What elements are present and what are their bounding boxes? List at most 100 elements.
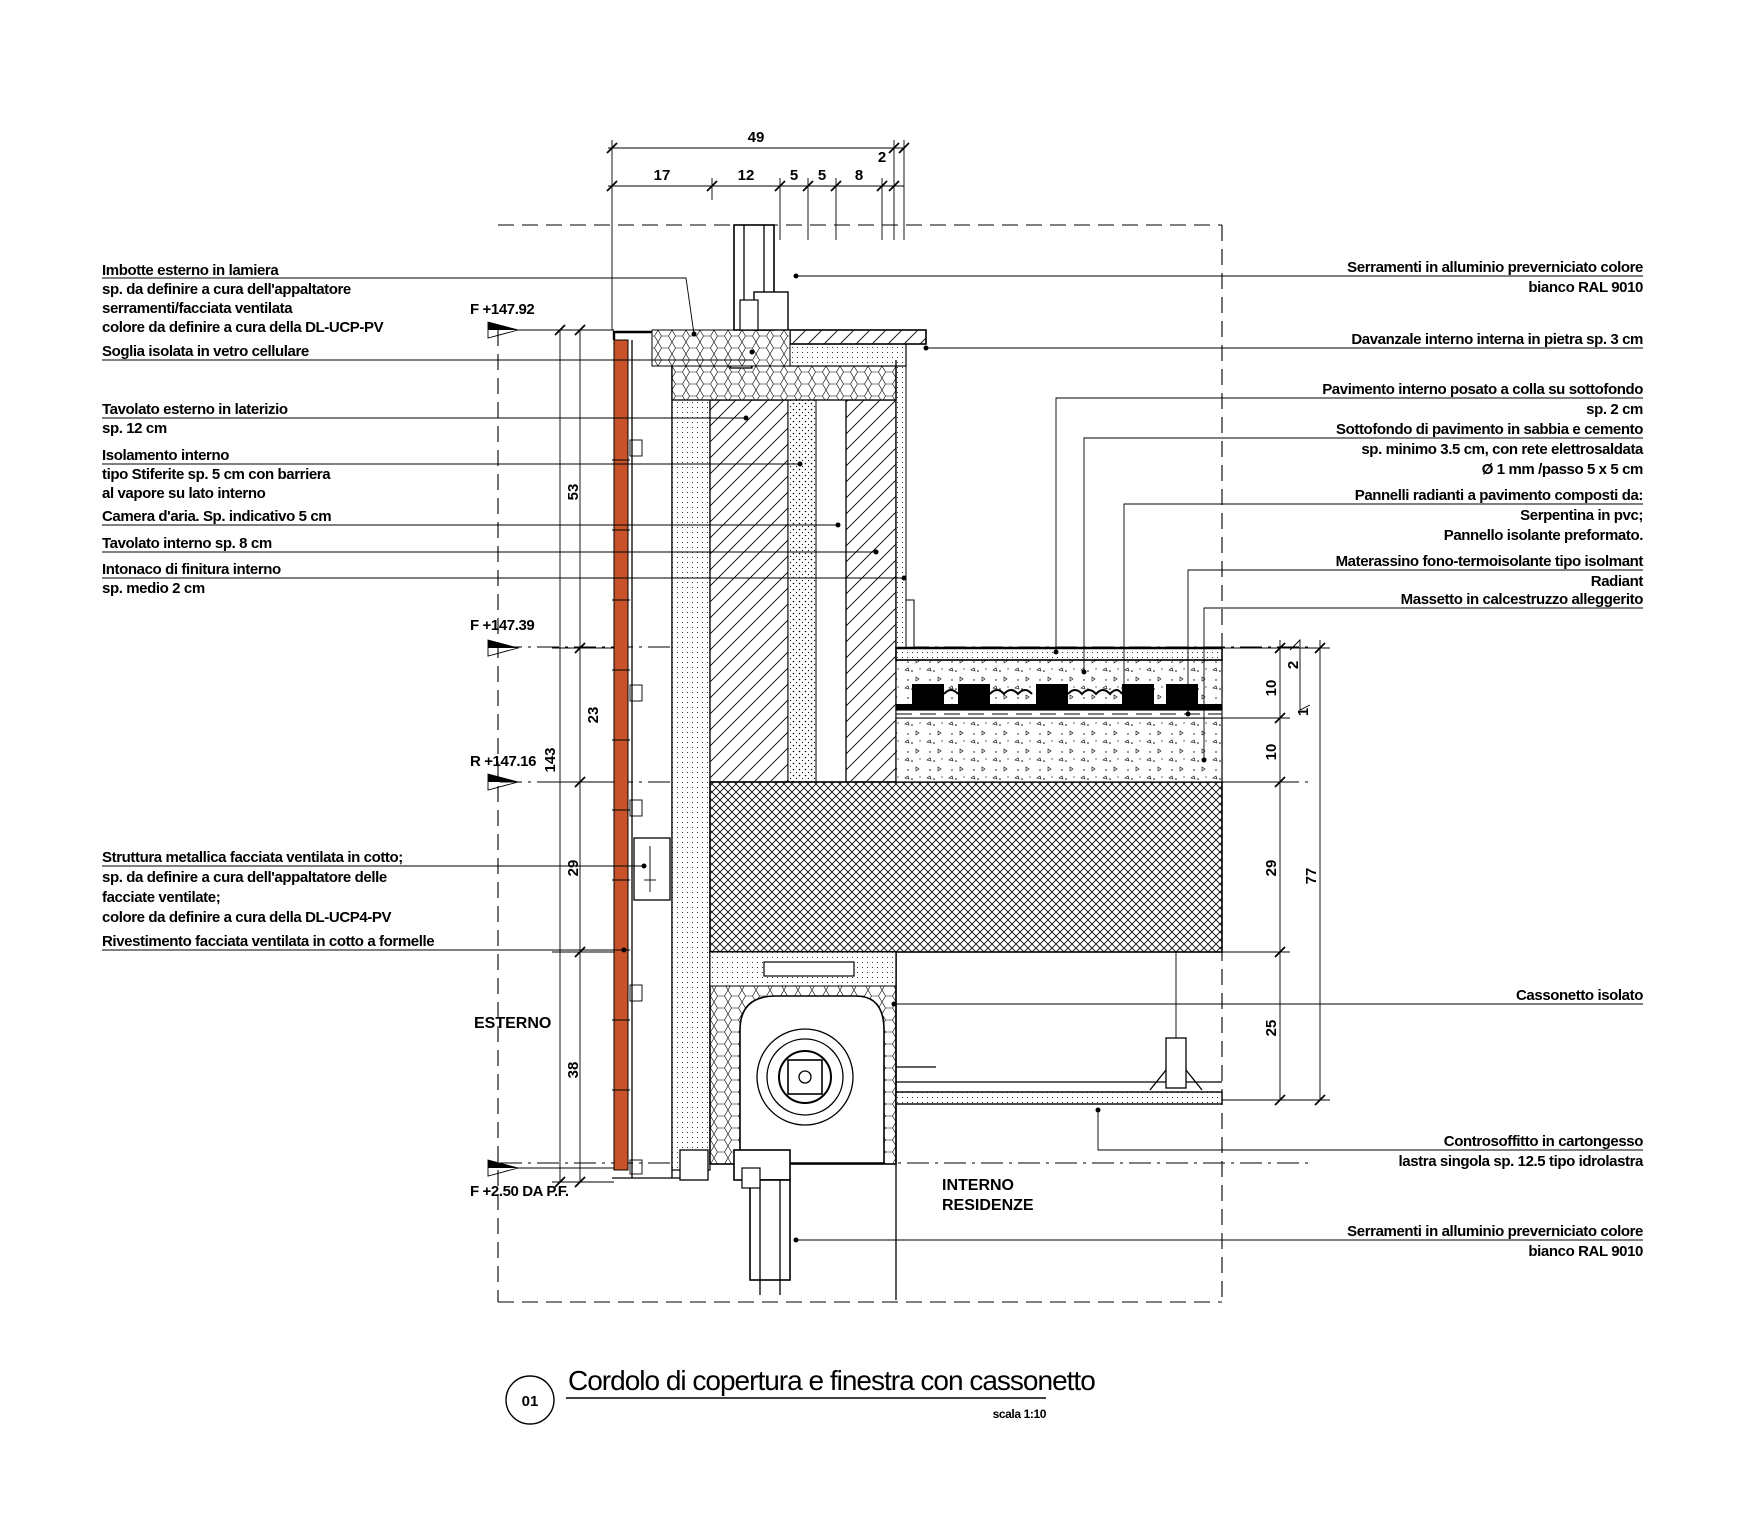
dim-left-0: 53 [565, 484, 582, 501]
svg-text:F +2.50 DA P.F.: F +2.50 DA P.F. [470, 1183, 569, 1200]
dim-right-2: 1 [1295, 708, 1312, 716]
svg-text:sp. minimo 3.5 cm, con rete el: sp. minimo 3.5 cm, con rete elettrosalda… [1361, 441, 1644, 458]
left-annotations: Imbotte esterno in lamiera sp. da defini… [102, 262, 907, 953]
radiant-pipes [896, 684, 1222, 710]
svg-text:Serramenti in alluminio prever: Serramenti in alluminio preverniciato co… [1347, 1223, 1643, 1240]
concrete-slab [709, 781, 1223, 953]
svg-text:lastra singola sp. 12.5 tipo i: lastra singola sp. 12.5 tipo idrolastra [1399, 1153, 1645, 1170]
air-cavity [787, 399, 817, 783]
svg-text:Tavolato esterno in laterizio: Tavolato esterno in laterizio [102, 401, 288, 418]
note-outer-brick: Tavolato esterno in laterizio sp. 12 cm [102, 401, 749, 437]
left-dimensions: 53 23 143 29 38 [542, 324, 614, 1188]
svg-text:colore da definire a cura dell: colore da definire a cura della DL-UCP-P… [102, 319, 384, 336]
note-metal-reveal: Imbotte esterno in lamiera sp. da defini… [102, 262, 755, 361]
level-marker: F +2.50 DA P.F. [470, 1159, 614, 1200]
dim-total: 49 [748, 129, 765, 146]
cotto-cladding [613, 339, 629, 1171]
svg-text:Serpentina in pvc;: Serpentina in pvc; [1520, 507, 1643, 524]
top-dimensions: 49 2 17 12 5 5 8 [606, 129, 910, 330]
svg-text:Serramenti in alluminio prever: Serramenti in alluminio preverniciato co… [1347, 259, 1643, 276]
dim-extra: 2 [878, 149, 886, 166]
dim-right-6: 25 [1263, 1020, 1280, 1037]
svg-text:sp. 12 cm: sp. 12 cm [102, 420, 167, 437]
facade-bracket [633, 837, 671, 901]
svg-text:Sottofondo di pavimento in sab: Sottofondo di pavimento in sabbia e ceme… [1336, 421, 1643, 438]
note-wall-layers: Isolamento interno tipo Stiferite sp. 5 … [102, 447, 907, 597]
svg-text:tipo Stiferite sp. 5 cm con ba: tipo Stiferite sp. 5 cm con barriera [102, 466, 331, 483]
zone-interior-line1: INTERNO [942, 1177, 1014, 1194]
dim-right-4: 29 [1263, 860, 1280, 877]
fixing-clips [629, 439, 643, 1175]
right-dimensions: 2 10 1 10 29 77 25 [1222, 638, 1330, 1106]
svg-text:F +147.39: F +147.39 [470, 617, 534, 634]
threshold-insulation [671, 364, 897, 401]
dim-right-3: 10 [1263, 744, 1280, 761]
svg-text:colore da definire a cura dell: colore da definire a cura della DL-UCP4-… [102, 909, 392, 926]
dim-seg-3: 5 [818, 167, 826, 184]
note-stone-sill: Davanzale interno interna in pietra sp. … [923, 331, 1643, 351]
dim-right-5: 77 [1303, 868, 1320, 885]
title-block: 01 Cordolo di copertura e finestra con c… [505, 1365, 1096, 1425]
svg-text:Tavolato interno sp. 8 cm: Tavolato interno sp. 8 cm [102, 535, 272, 552]
svg-text:Pannelli radianti a pavimento: Pannelli radianti a pavimento composti d… [1355, 487, 1643, 504]
dim-seg-0: 17 [654, 167, 671, 184]
dim-left-3: 29 [565, 860, 582, 877]
svg-text:Radiant: Radiant [1591, 573, 1644, 590]
floor-finish [895, 647, 1223, 661]
note-false-ceiling: Controsoffitto in cartongesso lastra sin… [1095, 1107, 1645, 1170]
level-marker: F +147.39 [470, 617, 535, 657]
svg-text:Intonaco di finitura interno: Intonaco di finitura interno [102, 561, 281, 578]
svg-text:Imbotte esterno in lamiera: Imbotte esterno in lamiera [102, 262, 279, 279]
dim-seg-2: 5 [790, 167, 798, 184]
detail-title: Cordolo di copertura e finestra con cass… [568, 1365, 1095, 1396]
svg-text:Ø 1 mm /passo 5 x 5 cm: Ø 1 mm /passo 5 x 5 cm [1482, 461, 1643, 478]
detail-number-circle [505, 1375, 555, 1425]
wall-insulation [671, 364, 711, 1171]
dim-right-0: 2 [1285, 661, 1302, 669]
inner-brick [845, 399, 897, 783]
dim-left-1: 23 [585, 707, 602, 724]
zone-exterior: ESTERNO [474, 1015, 551, 1032]
level-markers: F +147.92 F +147.39 R +147.16 F +2.50 DA… [470, 301, 614, 1200]
svg-text:sp. 2 cm: sp. 2 cm [1586, 401, 1643, 418]
svg-text:Massetto in calcestruzzo alleg: Massetto in calcestruzzo alleggerito [1401, 591, 1644, 608]
upper-window-frame [733, 224, 789, 331]
svg-text:Isolamento interno: Isolamento interno [102, 447, 229, 464]
lower-window-frame [733, 1149, 791, 1295]
svg-text:al vapore su lato interno: al vapore su lato interno [102, 485, 266, 502]
detail-number: 01 [522, 1393, 539, 1410]
svg-text:F +147.92: F +147.92 [470, 301, 534, 318]
false-ceiling [895, 1091, 1223, 1105]
dim-left-4: 38 [565, 1062, 582, 1079]
svg-text:Soglia isolata in vetro cellu: Soglia isolata in vetro cellulare [102, 343, 309, 360]
svg-text:serramenti/facciata ventilata: serramenti/facciata ventilata [102, 300, 293, 317]
detail-scale: scala 1:10 [993, 1407, 1047, 1421]
svg-text:Rivestimento facciata ventilat: Rivestimento facciata ventilata in cotto… [102, 933, 434, 950]
svg-text:Cassonetto isolato: Cassonetto isolato [1516, 987, 1643, 1004]
note-floor-layers: Pavimento interno posato a colla su sott… [1053, 381, 1644, 763]
note-upper-window: Serramenti in alluminio preverniciato co… [793, 259, 1643, 296]
svg-text:sp. medio 2 cm: sp. medio 2 cm [102, 580, 205, 597]
svg-text:sp. da definire a cura dell'ap: sp. da definire a cura dell'appaltatore [102, 281, 351, 298]
note-lower-window: Serramenti in alluminio preverniciato co… [793, 1223, 1643, 1260]
svg-text:Controsoffitto in cartongesso: Controsoffitto in cartongesso [1444, 1133, 1643, 1150]
lightweight-screed [895, 717, 1223, 783]
note-shutter-box: Cassonetto isolato [891, 987, 1644, 1007]
svg-text:Camera d'aria. Sp. indicativo: Camera d'aria. Sp. indicativo 5 cm [102, 508, 331, 525]
dim-seg-1: 12 [738, 167, 755, 184]
dim-right-1: 10 [1263, 680, 1280, 697]
right-annotations: Serramenti in alluminio preverniciato co… [793, 259, 1645, 1260]
zone-interior-line2: RESIDENZE [942, 1197, 1034, 1214]
svg-text:Davanzale interno interna in p: Davanzale interno interna in pietra sp. … [1351, 331, 1643, 348]
level-marker: R +147.16 [470, 753, 536, 791]
svg-text:Struttura metallica facciata v: Struttura metallica facciata ventilata i… [102, 849, 403, 866]
svg-text:Materassino fono-termoisolante: Materassino fono-termoisolante tipo isol… [1336, 553, 1644, 570]
dim-left-2: 143 [542, 747, 559, 772]
note-facade: Struttura metallica facciata ventilata i… [102, 849, 647, 953]
svg-text:Pavimento interno posato a col: Pavimento interno posato a colla su sott… [1322, 381, 1643, 398]
wall-section [612, 224, 1223, 1300]
svg-text:sp. da definire a cura dell'ap: sp. da definire a cura dell'appaltatore … [102, 869, 387, 886]
stone-sill [789, 329, 927, 345]
outer-brick [709, 399, 789, 783]
